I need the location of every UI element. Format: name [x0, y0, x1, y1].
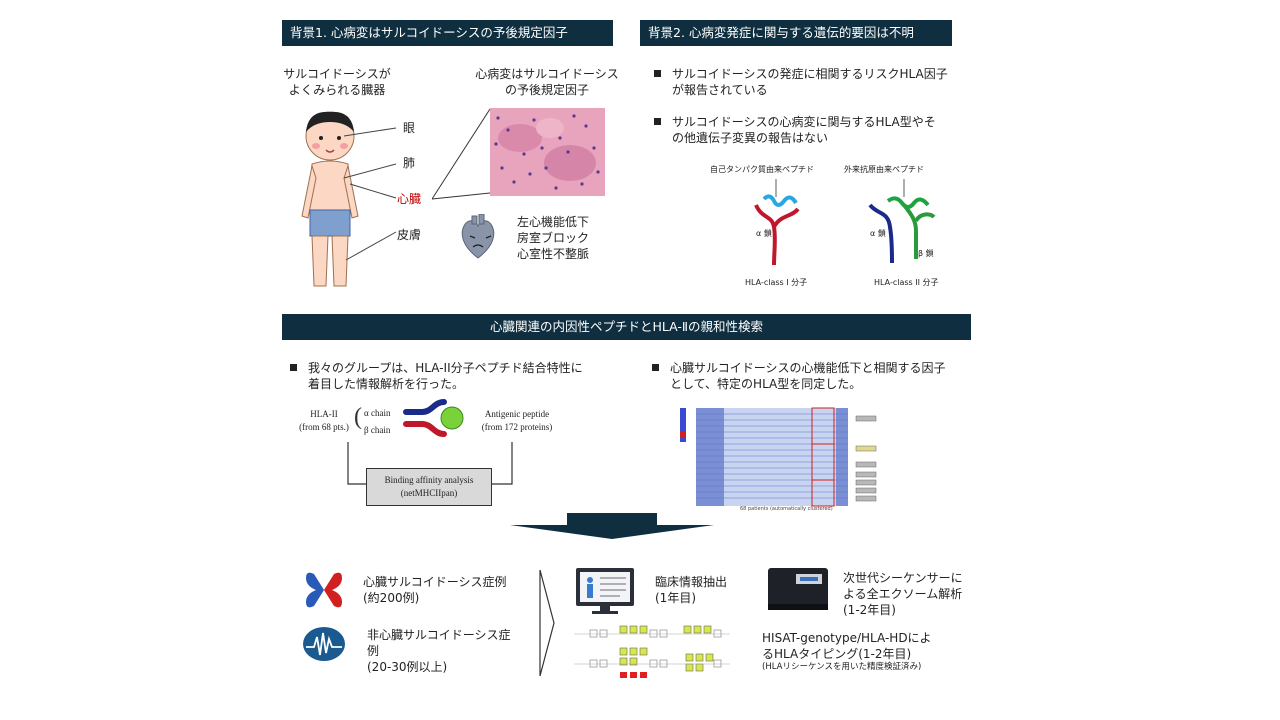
sick-heart-icon [461, 214, 495, 259]
cardiac-cases-line2: (約200例) [363, 591, 420, 605]
mid-right-line2: として、特定のHLA型を同定した。 [670, 377, 862, 391]
bg2-bullet1-line2: が報告されている [672, 83, 768, 97]
organ-eye-label: 眼 [403, 121, 416, 135]
organ-lung-label: 肺 [403, 156, 416, 170]
bullet-square-icon [290, 364, 297, 371]
hla-class1-diagram [754, 179, 800, 266]
hla-typing: HISAT-genotype/HLA-HDによ るHLAタイピング(1-2年目) [762, 630, 932, 662]
symptom-arrhythmia: 心室性不整脈 [516, 247, 589, 261]
mid-right-bullet: 心臓サルコイドーシスの心機能低下と相関する因子 として、特定のHLA型を同定した… [652, 360, 972, 391]
alpha-chain-text: α chain [364, 408, 391, 418]
bullet-square-icon [654, 118, 661, 125]
bg1-header: 背景1. 心病変はサルコイドーシスの予後規定因子 [282, 20, 613, 46]
bg2-bullet1-line1: サルコイドーシスの発症に相関するリスクHLA因子 [672, 67, 948, 81]
hla-typing-line1: HISAT-genotype/HLA-HDによ [762, 631, 932, 645]
organ-heart-label: 心臓 [397, 192, 422, 206]
prognosis-line1: 心病変はサルコイドーシス [475, 67, 619, 81]
clinical-extraction: 臨床情報抽出 (1年目) [655, 574, 727, 606]
histology-image [490, 108, 605, 196]
symptoms-list: 左心機能低下 房室ブロック 心室性不整脈 [506, 214, 600, 262]
read-alignment-diagram [574, 620, 730, 684]
cardiac-cases: 心臓サルコイドーシス症例 (約200例) [363, 574, 507, 606]
bg2-bullet-1: サルコイドーシスの発症に相関するリスクHLA因子 が報告されている [654, 66, 954, 97]
bg2-header: 背景2. 心病変発症に関与する遺伝的要因は不明 [640, 20, 952, 46]
open-paren-glyph: ( [354, 404, 362, 430]
mid-left-line1: 我々のグループは、HLA-II分子ペプチド結合特性に [308, 361, 583, 375]
noncardiac-logo-icon [303, 627, 345, 661]
mid-right-line1: 心臓サルコイドーシスの心機能低下と相関する因子 [670, 361, 946, 375]
bullet-square-icon [654, 70, 661, 77]
hla-class1-label: HLA-class I 分子 [745, 278, 808, 287]
antigen-source-label: Antigenic peptide (from 172 proteins) [476, 408, 558, 434]
organs-label-line2: よくみられる臓器 [288, 83, 386, 97]
binding-connector [347, 442, 513, 485]
peptide-binding-icon [403, 399, 464, 437]
ngs-line2: よる全エクソーム解析 [843, 587, 963, 601]
binding-line1: Binding affinity analysis [384, 475, 474, 485]
bullet-square-icon [652, 364, 659, 371]
noncardiac-line3: (20-30例以上) [367, 660, 448, 674]
self-peptide-label: 自己タンパク質由来ペプチド [710, 165, 814, 174]
clinical-monitor-icon [576, 568, 634, 614]
hla-validation-note: (HLAリシーケンスを用いた精度検証済み) [762, 662, 922, 672]
zoom-lines [432, 108, 491, 200]
sequencer-icon [768, 568, 828, 610]
symptom-lv-dysfunction: 左心機能低下 [516, 215, 589, 229]
bg2-bullet2-line2: の他遺伝子変異の報告はない [672, 131, 829, 145]
ngs-line1: 次世代シーケンサーに [843, 571, 963, 585]
prognosis-line2: の予後規定因子 [504, 83, 589, 97]
beta-chain-text: β chain [364, 425, 391, 435]
organ-pointers [343, 127, 397, 261]
hla-class2-diagram [868, 179, 936, 264]
hla2-line2: (from 68 pts.) [299, 422, 349, 432]
prognosis-label: 心病変はサルコイドーシス の予後規定因子 [474, 66, 620, 98]
ngs-line3: (1-2年目) [843, 603, 896, 617]
cardiac-cases-line1: 心臓サルコイドーシス症例 [363, 575, 507, 589]
hla-class2-label: HLA-class II 分子 [874, 278, 939, 287]
clinical-line1: 臨床情報抽出 [655, 575, 728, 589]
antigen-line1: Antigenic peptide [484, 409, 550, 419]
hla2-source-label: HLA-II (from 68 pts.) [292, 408, 356, 434]
mid-left-line2: 着目した情報解析を行った。 [308, 377, 465, 391]
organs-label-line1: サルコイドーシスが [283, 67, 391, 81]
binding-line2: (netMHCIIpan) [400, 488, 458, 498]
noncardiac-line2: 例 [367, 644, 380, 658]
hla-heatmap [676, 396, 882, 514]
bg2-bullet2-line1: サルコイドーシスの心病変に関与するHLA型やそ [672, 115, 936, 129]
binding-affinity-box: Binding affinity analysis (netMHCIIpan) [366, 468, 492, 506]
heatmap-caption: 68 patients (automatically clustered) [740, 506, 833, 512]
chain-labels: α chain β chain [364, 405, 390, 439]
noncardiac-line1: 非心臓サルコイドーシス症 [367, 628, 511, 642]
cardiac-logo-icon [306, 572, 342, 608]
organ-skin-label: 皮膚 [397, 228, 422, 242]
hla-typing-line2: るHLAタイピング(1-2年目) [762, 647, 912, 661]
down-arrow [510, 513, 714, 539]
beta-chain-label: β 鎖 [918, 249, 934, 258]
antigen-line2: (from 172 proteins) [481, 422, 553, 432]
bg2-bullet-2: サルコイドーシスの心病変に関与するHLA型やそ の他遺伝子変異の報告はない [654, 114, 954, 145]
hla2-line1: HLA-II [310, 409, 338, 419]
clinical-line2: (1年目) [655, 591, 696, 605]
alpha-chain-label-2: α 鎖 [870, 229, 886, 238]
foreign-peptide-label: 外来抗原由来ペプチド [844, 165, 924, 174]
alpha-chain-label-1: α 鎖 [756, 229, 772, 238]
noncardiac-cases: 非心臓サルコイドーシス症 例 (20-30例以上) [367, 627, 511, 675]
bracket-arrow [539, 569, 555, 677]
mid-left-bullet: 我々のグループは、HLA-II分子ペプチド結合特性に 着目した情報解析を行った。 [290, 360, 610, 391]
symptom-av-block: 房室ブロック [516, 231, 589, 245]
mid-header: 心臓関連の内因性ペプチドとHLA-Ⅱの親和性検索 [282, 314, 971, 340]
person-illustration [301, 111, 359, 287]
organs-label: サルコイドーシスが よくみられる臓器 [282, 66, 392, 98]
ngs-analysis: 次世代シーケンサーに よる全エクソーム解析 (1-2年目) [843, 570, 963, 618]
